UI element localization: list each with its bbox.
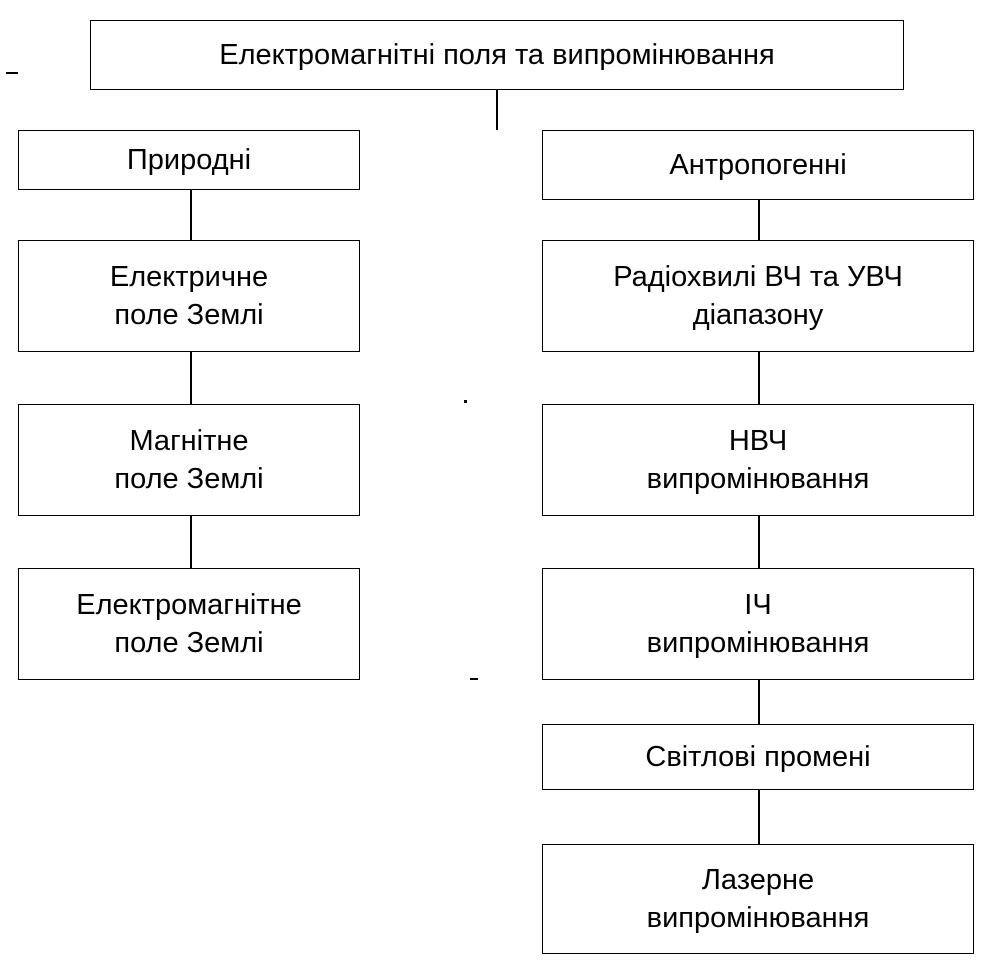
anthropogenic-item-5-line-2: випромінювання [646, 902, 870, 934]
anthropogenic-item-1-line-1: Радіохвилі ВЧ та УВЧ [613, 261, 903, 293]
natural-item-1-line-2: поле Землі [114, 299, 264, 331]
anthropogenic-header-node: Антропогенні [542, 130, 974, 200]
natural-item-2-line-1: Магнітне [129, 425, 249, 457]
natural-item-1-line-1: Електричне [109, 261, 269, 293]
natural-item-2-node: Магнітне поле Землі [18, 404, 360, 516]
connector-anthropogenic-item-3-to-item-4 [758, 680, 760, 724]
anthropogenic-item-5-node: Лазерне випромінювання [542, 844, 974, 954]
natural-item-3-line-2: поле Землі [114, 627, 264, 659]
connector-anthropogenic-item-4-to-item-5 [758, 790, 760, 844]
scan-speck-1 [6, 72, 18, 74]
connector-natural-item-1-to-item-2 [190, 352, 192, 404]
root-node: Електромагнітні поля та випромінювання [90, 20, 904, 90]
anthropogenic-item-1-line-2: діапазону [692, 299, 824, 331]
natural-item-2-line-2: поле Землі [114, 463, 264, 495]
natural-item-3-node: Електромагнітне поле Землі [18, 568, 360, 680]
anthropogenic-item-3-node: ІЧ випромінювання [542, 568, 974, 680]
scan-speck-3 [470, 678, 478, 680]
natural-header-label: Природні [126, 144, 252, 176]
anthropogenic-item-3-line-2: випромінювання [646, 627, 870, 659]
anthropogenic-item-2-line-1: НВЧ [728, 425, 788, 457]
connector-anthropogenic-item-2-to-item-3 [758, 516, 760, 568]
anthropogenic-item-2-line-2: випромінювання [646, 463, 870, 495]
natural-header-node: Природні [18, 130, 360, 190]
anthropogenic-item-3-line-1: ІЧ [744, 589, 772, 621]
connector-anthropogenic-header-to-item-1 [758, 200, 760, 240]
connector-natural-item-2-to-item-3 [190, 516, 192, 568]
natural-item-1-node: Електричне поле Землі [18, 240, 360, 352]
connector-natural-header-to-item-1 [190, 190, 192, 240]
root-label: Електромагнітні поля та випромінювання [219, 39, 775, 71]
anthropogenic-item-1-node: Радіохвилі ВЧ та УВЧ діапазону [542, 240, 974, 352]
connector-anthropogenic-item-1-to-item-2 [758, 352, 760, 404]
anthropogenic-header-label: Антропогенні [669, 149, 847, 181]
anthropogenic-item-2-node: НВЧ випромінювання [542, 404, 974, 516]
scan-speck-2 [464, 400, 467, 403]
anthropogenic-item-5-line-1: Лазерне [701, 864, 815, 896]
anthropogenic-item-4-label: Світлові промені [645, 741, 871, 773]
connector-root-to-branches [496, 90, 498, 130]
natural-item-3-line-1: Електромагнітне [76, 589, 302, 621]
anthropogenic-item-4-node: Світлові промені [542, 724, 974, 790]
